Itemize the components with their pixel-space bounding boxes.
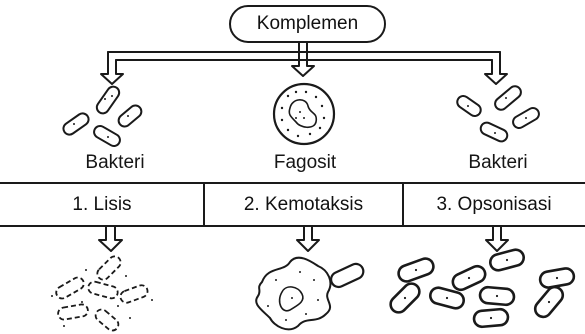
branch-rail [108,52,500,60]
arrow-opsonisasi [486,226,508,251]
opsonized-bacteria-icon [387,248,575,328]
subject-bacteria-left: Bakteri [65,152,165,174]
subject-phagocyte: Fagosit [255,152,355,174]
bacteria-left-icon [61,84,144,148]
lysed-bacteria-icon [54,254,149,333]
process-kemotaksis: 2. Kemotaksis [204,190,403,220]
process-lisis: 1. Lisis [0,190,204,220]
amoeboid-phagocyte-icon [256,258,366,330]
arrow-kemotaksis [297,226,319,251]
process-opsonisasi: 3. Opsonisasi [403,190,585,220]
root-connector [299,43,307,52]
complement-title-text: Komplemen [257,13,358,35]
subject-bacteria-right: Bakteri [448,152,548,174]
branch-middle [292,52,314,76]
phagocyte-icon [274,84,334,144]
bacteria-right-icon [455,84,541,144]
branch-left [101,52,123,84]
arrow-lisis [99,226,122,251]
branch-right [485,52,507,84]
complement-title: Komplemen [229,5,386,43]
